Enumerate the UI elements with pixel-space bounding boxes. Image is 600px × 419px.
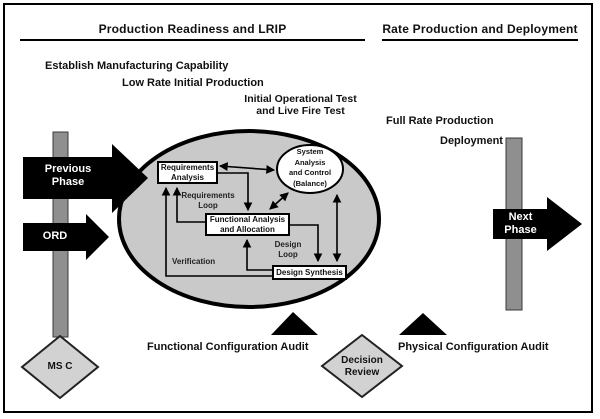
functional-configuration-audit-label: Functional Configuration Audit (147, 341, 309, 353)
label-deployment: Deployment (440, 135, 503, 147)
requirements-loop-label: Requirements Loop (181, 191, 235, 210)
requirements-loop-return-arrow (172, 186, 205, 223)
ms-c-diamond (20, 334, 100, 400)
ord-label: ORD (42, 230, 68, 242)
physical-configuration-audit-label: Physical Configuration Audit (398, 341, 549, 353)
verification-loop-arrow (161, 186, 272, 277)
next-phase-label: Next Phase (504, 211, 537, 236)
system-analysis-control-label: System Analysis and Control (Balance) (288, 147, 332, 188)
functional-to-design-arrow (290, 224, 323, 263)
next-phase-arrow (493, 197, 582, 251)
ms-c-label: MS C (47, 361, 73, 372)
header-right-underline (382, 39, 578, 41)
functional-to-system-control-arrow (269, 192, 289, 210)
label-full-rate-production: Full Rate Production (386, 115, 494, 127)
label-low-rate-initial-production: Low Rate Initial Production (122, 77, 264, 89)
previous-phase-label: Previous Phase (44, 163, 92, 188)
design-loop-label: Design Loop (274, 240, 302, 259)
previous-phase-arrow (23, 144, 148, 213)
requirements-analysis-box: Requirements Analysis (157, 161, 218, 184)
label-initial-operational-test: Initial Operational Test and Live Fire T… (244, 93, 357, 117)
functional-analysis-box: Functional Analysis and Allocation (205, 213, 290, 236)
outer-frame (3, 3, 593, 413)
decision-review-label: Decision Review (341, 355, 383, 378)
physical-audit-triangle (399, 313, 447, 335)
header-right-title: Rate Production and Deployment (382, 22, 578, 36)
functional-audit-triangle (271, 312, 318, 335)
design-synthesis-box: Design Synthesis (272, 265, 347, 280)
header-left-title: Production Readiness and LRIP (98, 22, 287, 36)
design-loop-return-arrow (242, 238, 272, 271)
requirements-to-functional-arrow (218, 172, 253, 212)
decision-review-diamond (320, 333, 404, 399)
ord-arrow (23, 214, 109, 260)
verification-label: Verification (172, 257, 216, 266)
system-analysis-control-ellipse (276, 144, 344, 194)
requirements-to-system-control-arrow (218, 162, 276, 174)
label-establish-manufacturing: Establish Manufacturing Capability (45, 60, 229, 72)
header-left-underline (20, 39, 365, 41)
